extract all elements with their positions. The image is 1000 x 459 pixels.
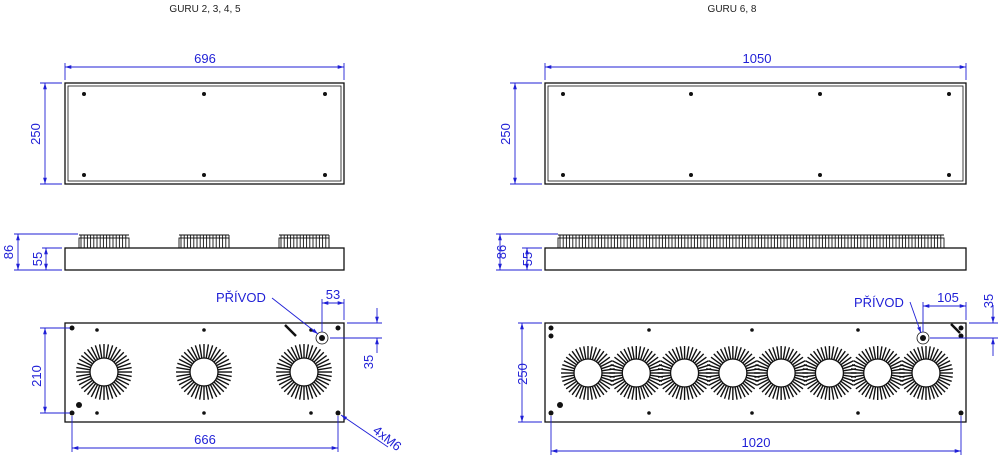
right-top-width-label: 1050 xyxy=(743,51,772,66)
left-privod-y-dimension: 35 xyxy=(330,308,382,369)
right-side-body-label: 55 xyxy=(520,252,535,266)
left-bottom-width-label: 666 xyxy=(194,432,216,447)
left-top-view xyxy=(64,82,345,185)
right-top-height-dimension: 250 xyxy=(498,82,542,185)
left-privod-callout: PŘÍVOD xyxy=(216,290,319,335)
left-bottom-height-dimension: 210 xyxy=(29,327,70,414)
right-side-view xyxy=(544,234,967,271)
left-privod-x-label: 53 xyxy=(326,287,340,302)
left-title: GURU 2, 3, 4, 5 xyxy=(169,4,241,15)
right-side-total-dimension: 86 xyxy=(494,233,558,271)
left-top-width-label: 696 xyxy=(194,51,216,66)
left-top-height-dimension: 250 xyxy=(28,82,62,185)
right-bottom-view xyxy=(544,322,967,423)
right-side-body-dimension: 55 xyxy=(520,247,542,270)
left-privod-x-dimension: 53 xyxy=(321,287,345,332)
left-side-body-label: 55 xyxy=(30,252,45,266)
right-title: GURU 6, 8 xyxy=(708,4,757,15)
right-privod-y-dimension: 35 xyxy=(930,294,998,356)
left-top-height-label: 250 xyxy=(28,123,43,145)
left-side-total-label: 86 xyxy=(1,245,16,259)
right-top-height-label: 250 xyxy=(498,123,513,145)
right-privod-x-label: 105 xyxy=(937,290,959,305)
left-bottom-width-dimension: 666 xyxy=(71,416,339,452)
right-privod-y-label: 35 xyxy=(981,294,996,308)
left-privod-label: PŘÍVOD xyxy=(216,290,266,305)
right-side-total-label: 86 xyxy=(494,245,509,259)
left-top-width-dimension: 696 xyxy=(64,51,345,80)
right-bottom-width-label: 1020 xyxy=(742,435,771,450)
left-privod-y-label: 35 xyxy=(361,355,376,369)
left-bottom-height-label: 210 xyxy=(29,365,44,387)
right-bottom-height-dimension: 250 xyxy=(515,322,542,423)
left-thread-label: 4xM6 xyxy=(370,423,404,454)
right-privod-x-dimension: 105 xyxy=(922,290,967,332)
right-privod-label: PŘÍVOD xyxy=(854,295,904,310)
right-bottom-height-label: 250 xyxy=(515,363,530,385)
right-privod-callout: PŘÍVOD xyxy=(854,295,922,334)
left-thread-callout: 4xM6 xyxy=(340,414,404,454)
left-bottom-view xyxy=(64,322,345,423)
left-side-body-dimension: 55 xyxy=(30,247,62,270)
left-side-total-dimension: 86 xyxy=(1,233,78,271)
left-side-view xyxy=(64,234,345,271)
right-bottom-width-dimension: 1020 xyxy=(550,416,962,455)
right-top-width-dimension: 1050 xyxy=(544,51,967,80)
right-top-view xyxy=(544,82,967,185)
